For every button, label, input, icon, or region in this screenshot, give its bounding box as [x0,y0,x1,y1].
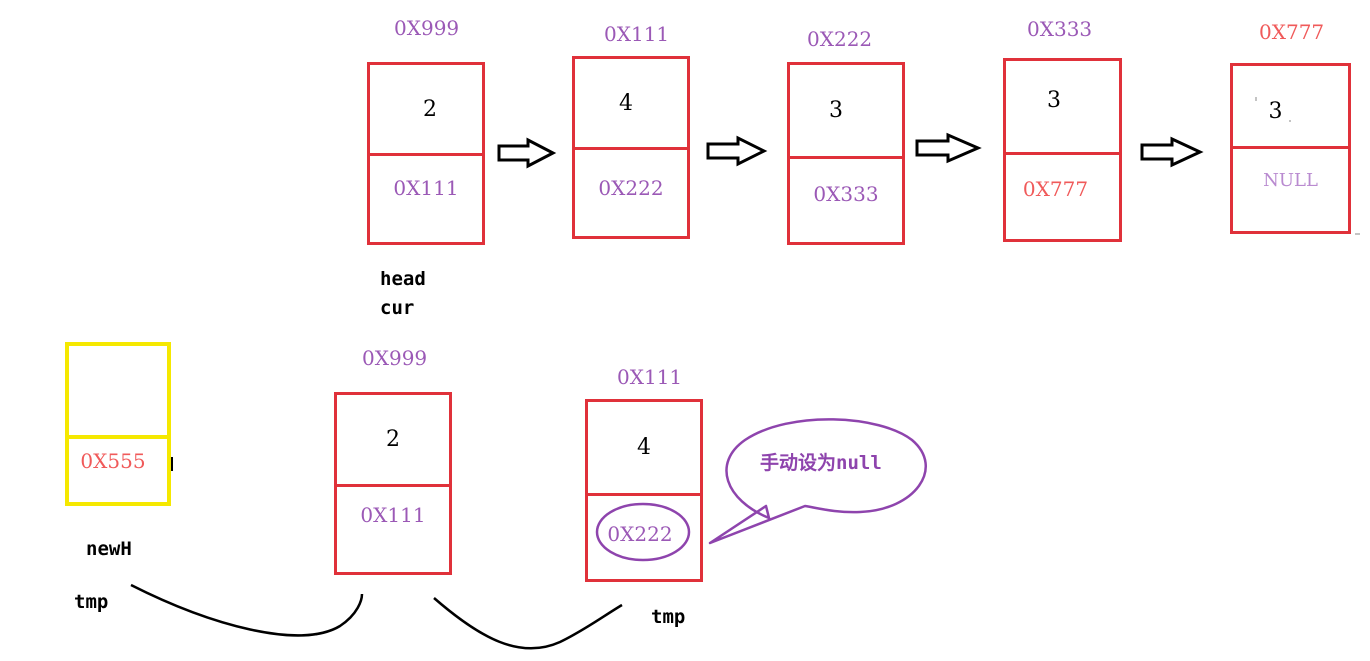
callout-text: 手动设为null [760,452,882,474]
list-node: 4 0X222 [572,56,690,239]
node-address: 0X111 [617,365,683,389]
next-arrow-icon [915,132,982,164]
tmp-curve-right [433,597,623,650]
node-next-cell: NULL [1233,143,1348,231]
node-value-cell: 2 [370,65,482,156]
node-address: 0X777 [1259,20,1325,44]
tmp-label-left: tmp [74,591,109,613]
node-next-cell: 0X333 [790,156,902,242]
node-next-pointer: 0X333 [813,182,879,206]
list-node: 2 0X111 [367,62,485,245]
callout-bubble [708,418,927,545]
node-value: 3 [1047,88,1061,113]
node-next-pointer: 0X111 [393,176,459,200]
list-node: 2 0X111 [334,392,452,575]
tmp-label-right: tmp [651,606,686,628]
node-address: 0X222 [807,27,873,51]
tmp-curve-left [130,583,364,637]
newh-label: newH [86,538,132,560]
node-next-pointer: 0X222 [598,175,664,200]
list-node: 3 NULL [1230,63,1351,234]
next-arrow-icon [1140,136,1204,168]
next-arrow-icon [497,137,557,169]
node-address: 0X111 [604,22,670,46]
node-value: 4 [619,90,633,116]
head-label: head [380,268,426,290]
node-address: 0X333 [1027,17,1093,41]
node-address: 0X999 [394,16,460,40]
highlight-ellipse [595,502,691,562]
node-value: 3 [829,98,843,123]
node-next-cell: 0X111 [370,154,482,242]
node-value-cell: 3 [790,65,902,159]
node-value-cell: 4 [575,59,687,150]
node-value: 3 [1268,98,1283,124]
list-node: 4 0X222 [585,399,703,582]
node-value-cell [69,346,167,439]
node-value: 2 [423,96,437,122]
node-value: 4 [637,435,651,460]
node-next-cell: 0X777 [1006,152,1119,239]
new-head-node: 0X555 [65,342,171,506]
node-value: 2 [386,427,400,452]
cur-label: cur [380,297,415,319]
node-next-pointer: NULL [1263,169,1318,191]
node-next-cell: 0X555 [69,431,167,502]
node-next-cell: 0X111 [337,484,449,572]
node-next-cell: 0X222 [588,493,700,579]
node-next-pointer: 0X111 [360,503,426,527]
node-address: 0X999 [362,346,428,370]
next-arrow-icon [706,135,768,167]
node-next-pointer: 0X777 [1022,176,1089,201]
node-next-cell: 0X222 [575,147,687,236]
node-next-pointer: 0X222 [607,522,673,546]
node-value-cell: 3 [1006,61,1119,155]
node-value-cell: 4 [588,402,700,496]
node-next-pointer: 0X555 [80,448,146,473]
node-value-cell: 3 [1233,66,1348,149]
node-value-cell: 2 [337,395,449,487]
list-node: 3 0X333 [787,62,905,245]
list-node: 3 0X777 [1003,58,1122,242]
